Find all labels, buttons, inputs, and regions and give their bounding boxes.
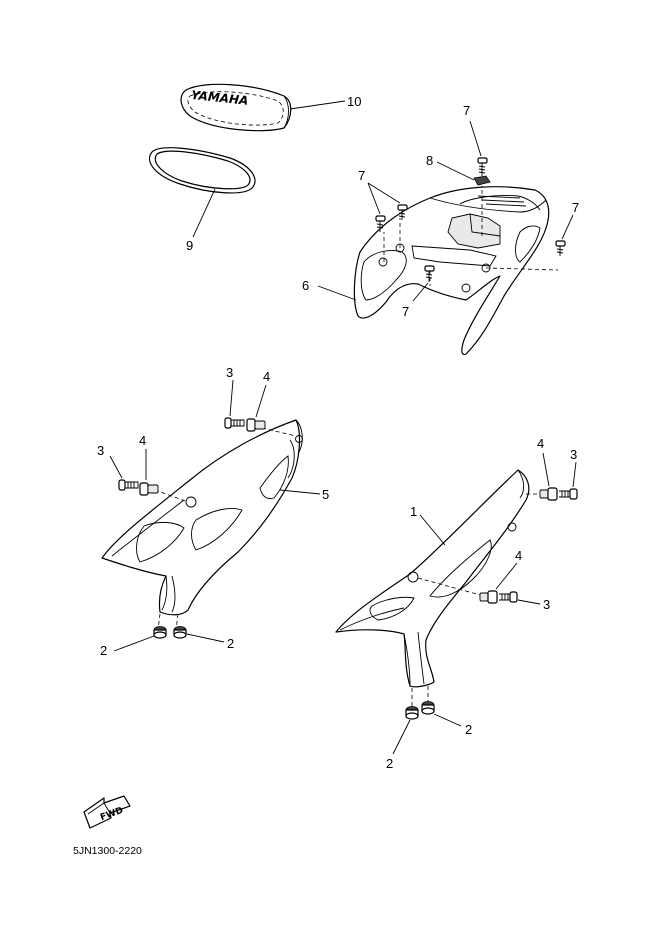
screw-3-upper-right: [559, 488, 578, 500]
collar-4-upper-right: [539, 487, 558, 501]
damper-2-left-b: [173, 626, 187, 639]
tail-cover-6: [353, 186, 559, 356]
callout-2-right-b: 2: [465, 722, 472, 737]
callout-3-lower-right: 3: [543, 597, 550, 612]
callout-8: 8: [426, 153, 433, 168]
bolt-7-bottom: [424, 265, 435, 282]
callout-3-mid-left: 3: [97, 443, 104, 458]
collar-4-upper-left: [246, 418, 266, 432]
side-cover-1: [335, 469, 542, 706]
screw-3-mid-left: [118, 479, 139, 491]
callout-7-right: 7: [572, 200, 579, 215]
callout-4-lower-right: 4: [515, 548, 522, 563]
bolt-7-top: [477, 157, 488, 176]
emblem-10: YAMAHA: [180, 83, 292, 132]
damper-2-left-a: [153, 626, 167, 639]
damper-2-right-b: [421, 701, 435, 715]
reference-code: 5JN1300-2220: [73, 845, 142, 857]
callout-7-top: 7: [463, 103, 470, 118]
collar-4-mid-left: [139, 482, 159, 496]
damper-2-right-a: [405, 706, 419, 720]
callout-2-left-a: 2: [100, 643, 107, 658]
callout-4-upper-right: 4: [537, 436, 544, 451]
callout-3-upper-right: 3: [570, 447, 577, 462]
callout-3-upper-left: 3: [226, 365, 233, 380]
callout-2-right-a: 2: [386, 756, 393, 771]
callout-1: 1: [410, 504, 417, 519]
side-cover-5: [101, 419, 303, 631]
bolt-7-right: [555, 240, 566, 256]
callout-9: 9: [186, 238, 193, 253]
callout-7-left: 7: [358, 168, 365, 183]
screw-3-upper-left: [224, 417, 245, 429]
callout-4-upper-left: 4: [263, 369, 270, 384]
screw-3-lower-right: [499, 591, 518, 603]
callout-6: 6: [302, 278, 309, 293]
callout-5: 5: [322, 487, 329, 502]
bolt-7-left-b: [397, 204, 408, 220]
bolt-7-left-a: [375, 215, 386, 232]
forward-arrow-icon: FWD: [83, 795, 131, 829]
collar-4-lower-right: [479, 590, 498, 604]
callout-4-mid-left: 4: [139, 433, 146, 448]
nut-8: [473, 175, 491, 186]
callout-10: 10: [347, 94, 361, 109]
emblem-logo: YAMAHA: [190, 88, 249, 108]
callout-2-left-b: 2: [227, 636, 234, 651]
callout-7-bottom: 7: [402, 304, 409, 319]
seal-9: [149, 147, 256, 194]
